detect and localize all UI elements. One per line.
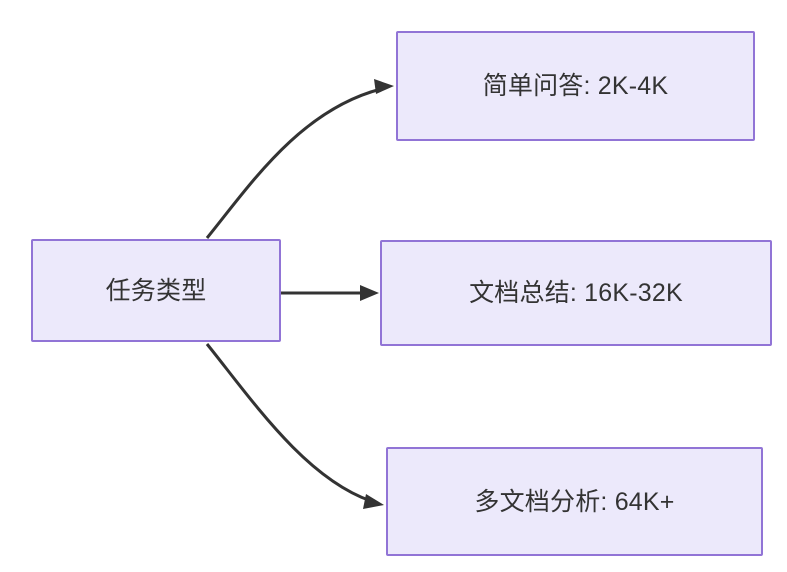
edge-source-multi-doc-arrowhead [363,494,384,509]
node-multi-doc-label: 多文档分析: 64K+ [474,487,675,516]
node-doc-summary-label: 文档总结: 16K-32K [469,279,683,307]
node-multi-doc[interactable]: 多文档分析: 64K+ [386,447,763,556]
node-simple-qa[interactable]: 简单问答: 2K-4K [396,31,755,141]
edge-source-simple-qa[interactable] [205,79,394,239]
edge-source-simple-qa-path [205,87,382,239]
node-task-type[interactable]: 任务类型 [31,239,281,342]
edge-source-multi-doc[interactable] [205,343,384,509]
node-simple-qa-label: 简单问答: 2K-4K [482,72,669,100]
edge-source-multi-doc-path [205,343,372,503]
node-doc-summary[interactable]: 文档总结: 16K-32K [380,240,772,346]
edge-source-simple-qa-arrowhead [374,79,394,94]
edge-source-doc-summary[interactable] [281,285,379,301]
node-task-type-label: 任务类型 [105,276,207,305]
edge-source-doc-summary-arrowhead [360,285,379,301]
